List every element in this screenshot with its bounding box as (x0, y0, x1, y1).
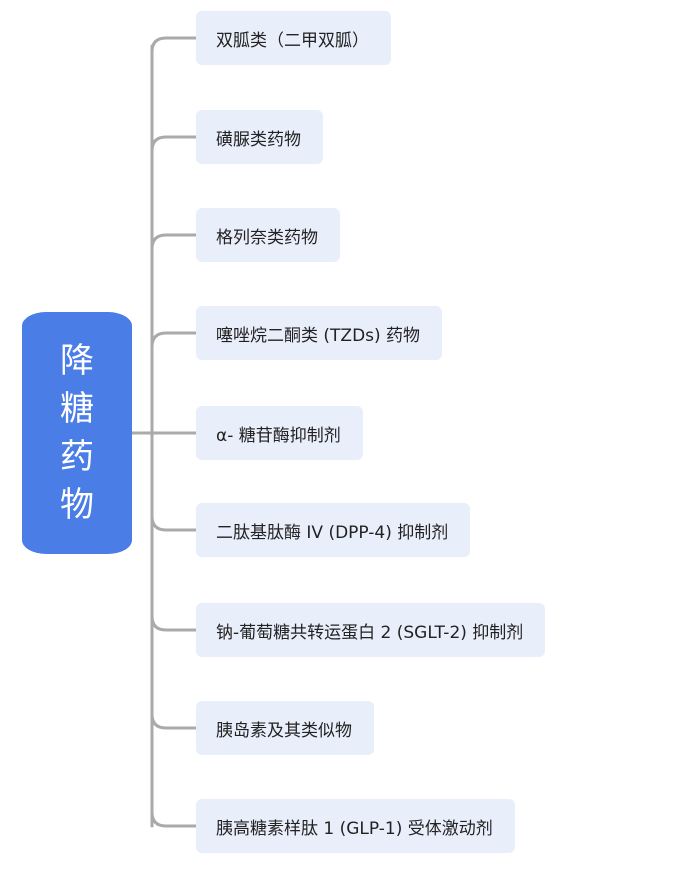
connector-branch (150, 36, 196, 53)
branch-topic-insulin[interactable]: 胰岛素及其类似物 (196, 701, 374, 755)
branch-topic-dpp4[interactable]: 二肽基肽酶 IV (DPP-4) 抑制剂 (196, 503, 471, 557)
branch-topic-label: 磺脲类药物 (216, 129, 301, 150)
branch-topic-label: 噻唑烷二酮类 (TZDs) 药物 (216, 325, 421, 346)
connector-branch (150, 811, 196, 828)
branch-topic-sglt2[interactable]: 钠-葡萄糖共转运蛋白 2 (SGLT-2) 抑制剂 (196, 603, 546, 657)
branch-topic-label: 二肽基肽酶 IV (DPP-4) 抑制剂 (216, 522, 449, 543)
branch-topic-glinides[interactable]: 格列奈类药物 (196, 208, 340, 262)
branch-topic-label: 格列奈类药物 (216, 227, 318, 248)
branch-topic-label: 钠-葡萄糖共转运蛋白 2 (SGLT-2) 抑制剂 (216, 622, 524, 643)
connector-trunk (130, 44, 154, 828)
connector-branch (150, 515, 196, 532)
branch-topic-glp1[interactable]: 胰高糖素样肽 1 (GLP-1) 受体激动剂 (196, 799, 515, 853)
root-topic[interactable]: 降糖药物 (22, 312, 132, 554)
branch-topic-alpha-glucosidase[interactable]: α- 糖苷酶抑制剂 (196, 406, 363, 460)
branch-topic-tzds[interactable]: 噻唑烷二酮类 (TZDs) 药物 (196, 306, 443, 360)
branch-topic-label: 胰高糖素样肽 1 (GLP-1) 受体激动剂 (216, 818, 493, 839)
connector-branch (150, 713, 196, 730)
branch-topic-sulfonylureas[interactable]: 磺脲类药物 (196, 110, 323, 164)
connector-branch (150, 331, 196, 348)
connector-branch (150, 615, 196, 632)
connector-branch (150, 135, 196, 152)
branch-topic-label: 胰岛素及其类似物 (216, 720, 352, 741)
branch-topic-label: 双胍类（二甲双胍） (216, 30, 369, 51)
connector-branch (150, 233, 196, 250)
branch-topic-label: α- 糖苷酶抑制剂 (216, 425, 341, 446)
branch-topic-biguanides[interactable]: 双胍类（二甲双胍） (196, 11, 391, 65)
root-topic-label: 降糖药物 (60, 341, 94, 525)
